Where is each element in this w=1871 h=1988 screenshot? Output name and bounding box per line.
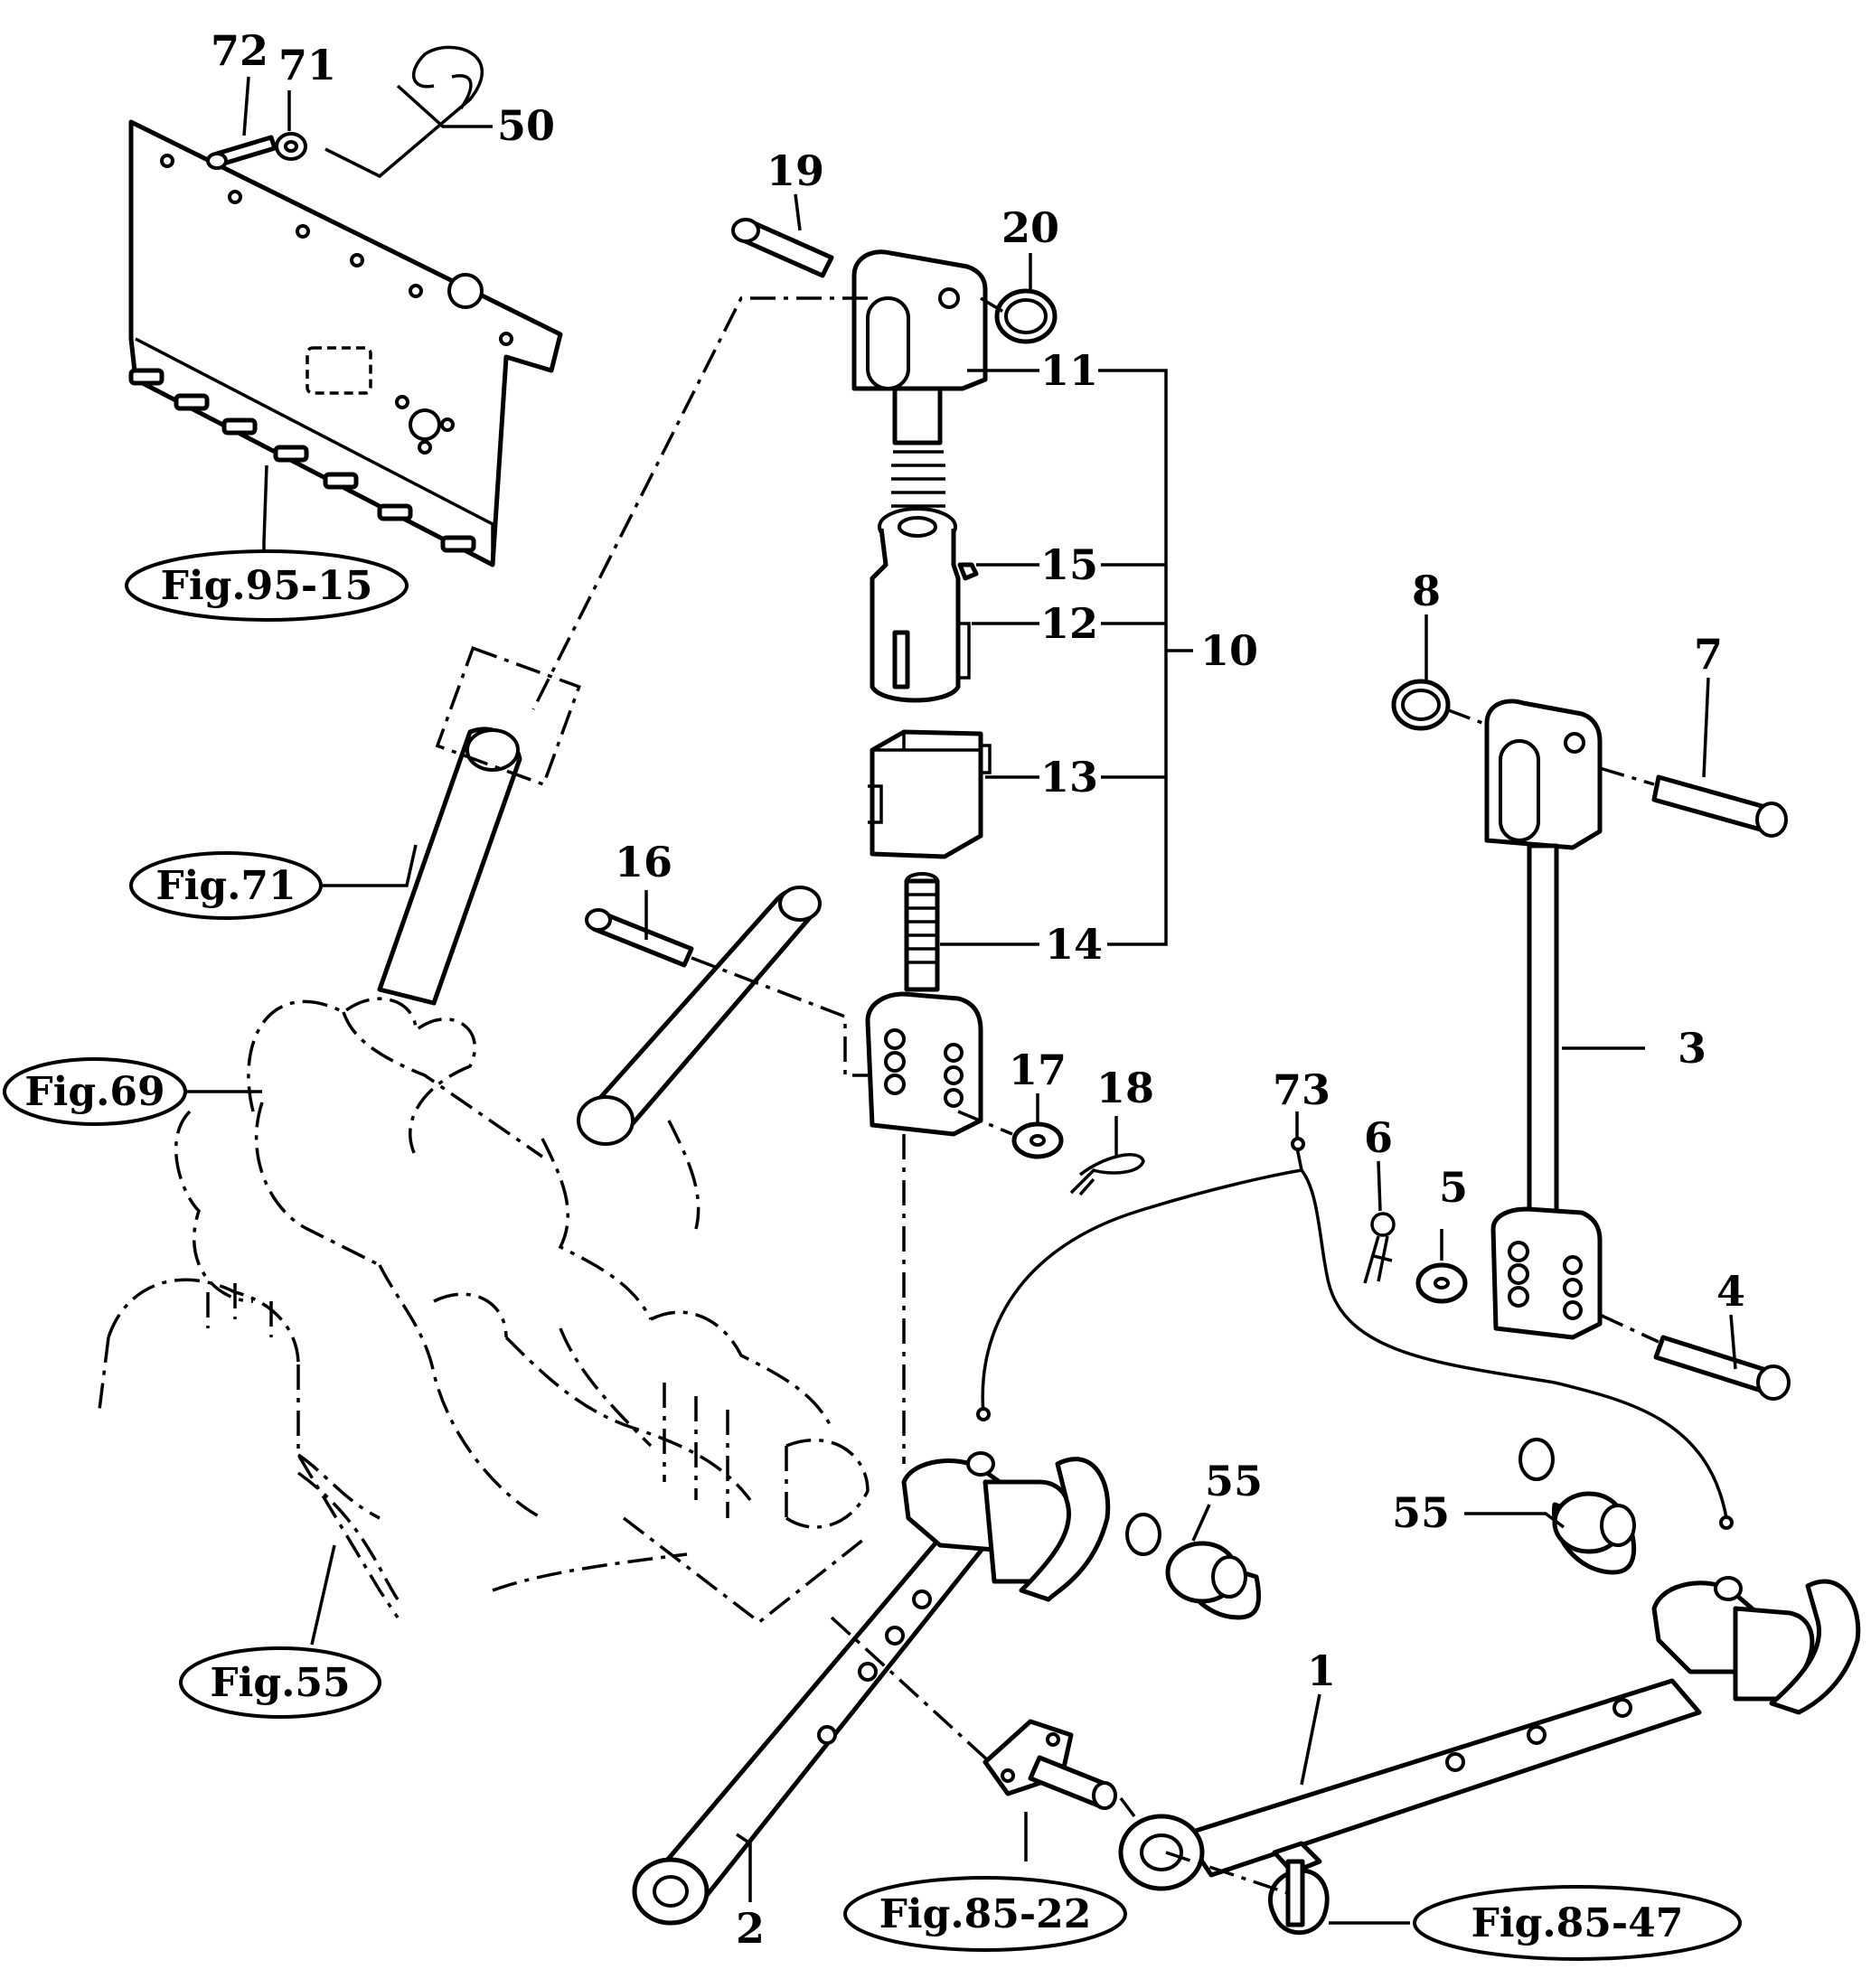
transmission-housing-outline — [98, 997, 870, 1618]
callout-15: 15 — [1040, 540, 1098, 589]
part-14-threaded-yoke — [865, 872, 983, 1137]
leader-lines — [185, 76, 1737, 1925]
part-8-bushing — [1391, 679, 1451, 731]
part-7-pin — [1651, 774, 1788, 838]
callout-5: 5 — [1439, 1163, 1468, 1212]
callout-12: 12 — [1040, 599, 1098, 648]
callout-17: 17 — [1009, 1046, 1067, 1094]
part-12-turnbuckle-body — [870, 507, 971, 703]
part-11-yoke — [851, 249, 988, 535]
callout-14: 14 — [1045, 920, 1103, 969]
callout-4: 4 — [1716, 1267, 1745, 1316]
part-20-bushing — [994, 288, 1058, 344]
part-72-pin — [206, 135, 277, 170]
part-71-washer — [275, 132, 307, 161]
callout-18: 18 — [1096, 1064, 1154, 1112]
part-6-clip — [1363, 1212, 1396, 1284]
callout-72: 72 — [211, 26, 268, 75]
part-16-pin — [585, 908, 694, 968]
ref-fig71: Fig.71 — [155, 863, 296, 909]
part-55-ball-right — [1518, 1438, 1637, 1575]
callout-19: 19 — [766, 146, 824, 195]
part-19-pin — [731, 218, 834, 278]
part-2-lower-link-left — [632, 1451, 1111, 1926]
part-17-washer — [1011, 1121, 1064, 1159]
callout-50: 50 — [497, 101, 555, 150]
part-3-check-link — [1484, 699, 1603, 1340]
part-1-lower-link-right — [1118, 1576, 1861, 1891]
callout-8: 8 — [1412, 567, 1441, 615]
ref-fig55: Fig.55 — [210, 1660, 350, 1706]
callout-16: 16 — [615, 838, 672, 886]
callout-55-left: 55 — [1205, 1457, 1263, 1505]
callout-2: 2 — [736, 1904, 765, 1953]
callout-20: 20 — [1001, 203, 1059, 252]
part-50-hook — [324, 45, 484, 179]
callout-10: 10 — [1200, 626, 1258, 675]
part-13-lock-sleeve — [868, 729, 992, 859]
figure-reference-ovals — [3, 549, 1742, 1961]
stud-bracket — [983, 1719, 1117, 1810]
plate-bolts — [128, 368, 476, 553]
linch-pin — [1267, 1841, 1330, 1936]
part-55-ball-left — [1125, 1513, 1262, 1620]
ref-fig95-15: Fig.95-15 — [161, 563, 373, 609]
phantom-lines — [435, 296, 1659, 1895]
callout-1: 1 — [1307, 1646, 1336, 1695]
part-4-pin — [1653, 1335, 1791, 1401]
callout-3: 3 — [1678, 1024, 1706, 1073]
callout-73: 73 — [1273, 1065, 1330, 1114]
callout-6: 6 — [1364, 1113, 1393, 1162]
ref-fig85-22: Fig.85-22 — [879, 1891, 1092, 1937]
ref-fig69: Fig.69 — [24, 1069, 165, 1115]
part-73-cable — [976, 1137, 1734, 1530]
callout-7: 7 — [1694, 630, 1723, 679]
part-18-clip — [1069, 1153, 1145, 1196]
ref-fig85-47: Fig.85-47 — [1471, 1900, 1684, 1946]
part-5-washer — [1415, 1262, 1468, 1304]
callout-11: 11 — [1040, 346, 1098, 395]
callout-13: 13 — [1040, 753, 1098, 802]
callout-71: 71 — [278, 41, 336, 89]
lift-arm-right — [577, 886, 822, 1146]
lift-arm-left — [377, 727, 522, 1006]
callout-55-right: 55 — [1392, 1488, 1450, 1537]
mounting-plate — [128, 119, 563, 567]
part-15-grease-nipple — [957, 562, 979, 581]
